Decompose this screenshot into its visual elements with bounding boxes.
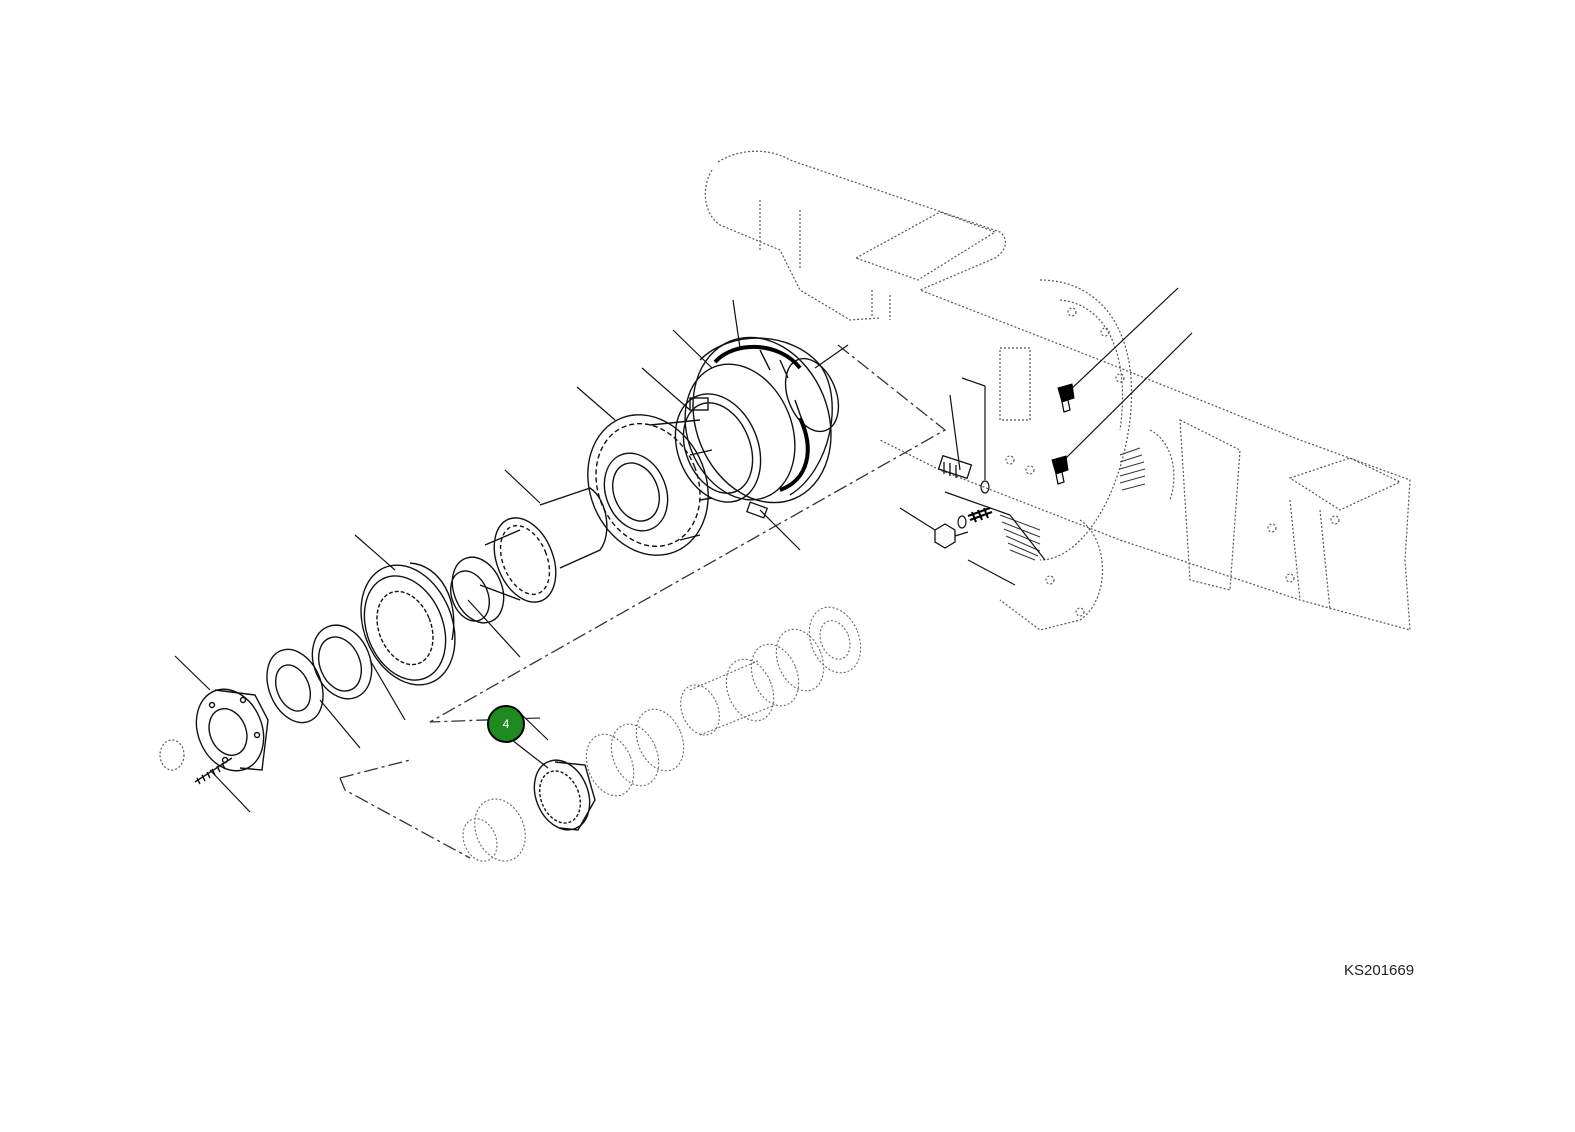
leader-lines [174,287,1193,813]
stud-bolt [194,757,233,785]
breather-fitting-upper [1057,383,1075,413]
bleed-screw [937,454,973,480]
assembly-guide-lines [339,344,947,859]
part-callout-4[interactable]: 4 [487,705,525,743]
snap-ring [674,393,762,503]
bearing-cup [311,624,373,700]
tapered-roller-bearing [533,759,596,831]
output-flange [195,688,269,772]
shim-washer [266,648,324,724]
o-ring-large [713,344,810,492]
coupling-sleeve [360,562,456,686]
washer-small [957,480,990,529]
callout-leader-4 [511,739,549,769]
axle-housing-ghost [704,150,1411,631]
hex-bolt [934,523,969,549]
clutch-housing-cover [684,336,840,504]
clutch-pack-ghost [462,606,862,862]
thrust-washer [449,556,505,624]
splined-gear-shaft [479,487,608,603]
spring-plug [967,507,993,523]
drawing-reference-code: KS201669 [1344,962,1415,979]
housing-hatch [999,447,1146,561]
breather-fitting-lower [1051,455,1069,485]
flange-nut [159,739,185,771]
spur-gear-large [587,414,713,556]
dowel-pin [745,501,769,519]
